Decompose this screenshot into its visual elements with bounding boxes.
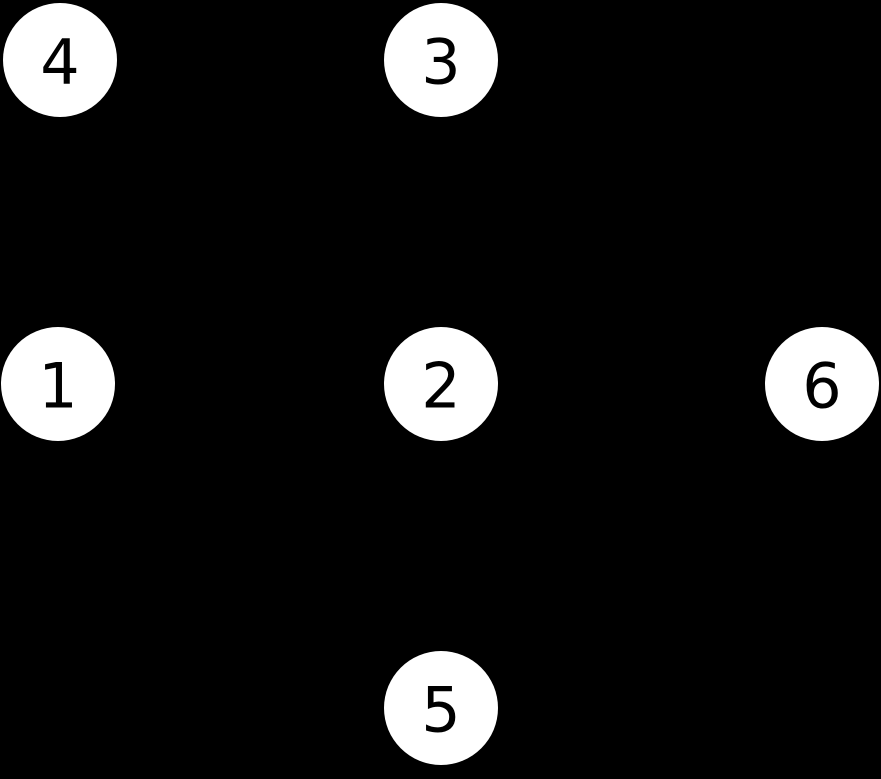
node-label: 5 <box>421 674 460 747</box>
node-circle[interactable] <box>1 327 115 441</box>
graph-node-3[interactable]: 3 <box>384 3 498 117</box>
node-layer: 4 3 1 2 6 5 <box>1 3 879 765</box>
node-label: 1 <box>38 350 77 423</box>
node-label: 3 <box>421 26 460 99</box>
graph-node-5[interactable]: 5 <box>384 651 498 765</box>
graph-node-2[interactable]: 2 <box>384 327 498 441</box>
graph-node-4[interactable]: 4 <box>3 3 117 117</box>
node-circle[interactable] <box>384 651 498 765</box>
graph-node-6[interactable]: 6 <box>765 327 879 441</box>
node-circle[interactable] <box>3 3 117 117</box>
node-circle[interactable] <box>384 3 498 117</box>
graph-node-1[interactable]: 1 <box>1 327 115 441</box>
node-label: 6 <box>802 350 841 423</box>
node-circle[interactable] <box>765 327 879 441</box>
node-circle[interactable] <box>384 327 498 441</box>
node-label: 2 <box>421 350 460 423</box>
node-label: 4 <box>40 26 79 99</box>
